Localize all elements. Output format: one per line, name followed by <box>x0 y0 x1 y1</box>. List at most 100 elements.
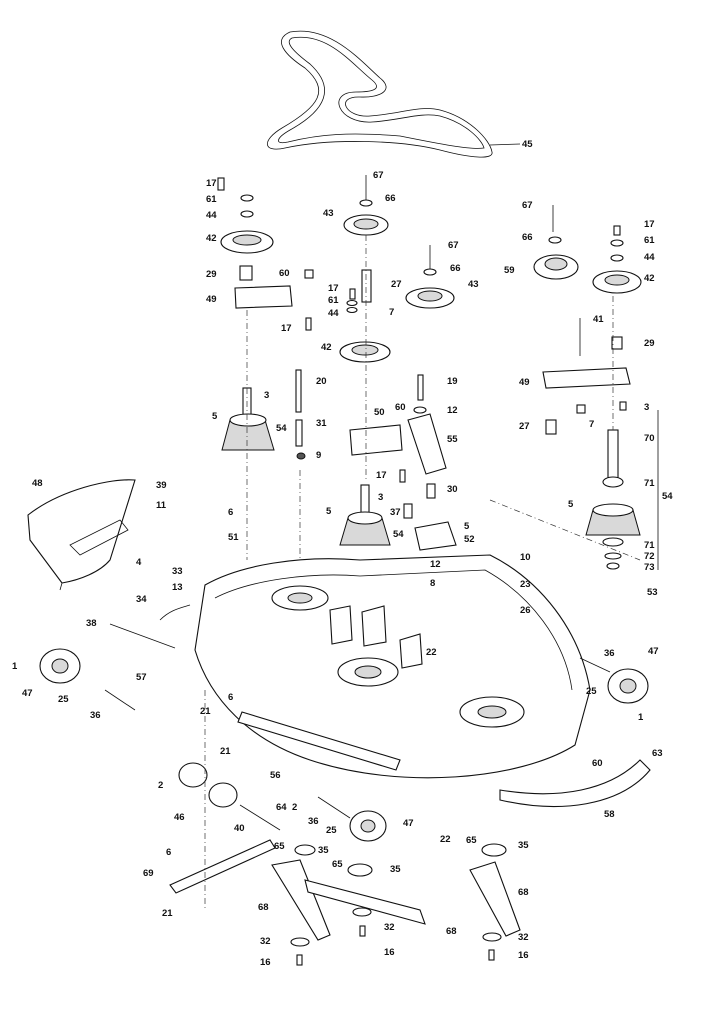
callout-9: 9 <box>316 450 321 461</box>
callout-54: 54 <box>393 529 404 540</box>
callout-21: 21 <box>162 908 173 919</box>
callout-36: 36 <box>308 816 319 827</box>
callout-44: 44 <box>644 252 655 263</box>
callout-38: 38 <box>86 618 97 629</box>
callout-17: 17 <box>376 470 387 481</box>
callout-35: 35 <box>390 864 401 875</box>
callout-52: 52 <box>464 534 475 545</box>
callout-63: 63 <box>652 748 663 759</box>
callout-56: 56 <box>270 770 281 781</box>
callout-12: 12 <box>447 405 458 416</box>
callout-36: 36 <box>604 648 615 659</box>
callout-47: 47 <box>403 818 414 829</box>
callout-8: 8 <box>430 578 435 589</box>
callout-71: 71 <box>644 540 655 551</box>
callout-57: 57 <box>136 672 147 683</box>
callout-11: 11 <box>156 500 167 511</box>
callout-50: 50 <box>374 407 385 418</box>
callout-46: 46 <box>174 812 185 823</box>
callout-13: 13 <box>172 582 183 593</box>
callout-32: 32 <box>518 932 529 943</box>
callout-6: 6 <box>228 692 233 703</box>
callout-64: 64 <box>276 802 287 813</box>
callout-49: 49 <box>206 294 217 305</box>
callout-72: 72 <box>644 551 655 562</box>
callout-58: 58 <box>604 809 615 820</box>
callout-67: 67 <box>522 200 533 211</box>
callout-16: 16 <box>260 957 271 968</box>
callout-67: 67 <box>448 240 459 251</box>
assembly-center-lines <box>204 235 641 910</box>
callout-20: 20 <box>316 376 327 387</box>
callout-16: 16 <box>518 950 529 961</box>
callout-60: 60 <box>279 268 290 279</box>
callout-61: 61 <box>206 194 217 205</box>
callout-3: 3 <box>264 390 269 401</box>
callout-39: 39 <box>156 480 167 491</box>
callout-37: 37 <box>390 507 401 518</box>
callout-7: 7 <box>389 307 394 318</box>
callout-49: 49 <box>519 377 530 388</box>
callout-33: 33 <box>172 566 183 577</box>
right-pulley-stack <box>533 205 642 435</box>
callout-1: 1 <box>638 712 644 723</box>
callout-36: 36 <box>90 710 101 721</box>
callout-22: 22 <box>426 647 437 658</box>
callout-66: 66 <box>450 263 461 274</box>
callout-3: 3 <box>644 402 649 413</box>
callout-25: 25 <box>326 825 337 836</box>
callout-26: 26 <box>520 605 531 616</box>
callout-44: 44 <box>206 210 217 221</box>
callout-66: 66 <box>385 193 396 204</box>
drive-belt <box>266 30 493 158</box>
callout-42: 42 <box>321 342 332 353</box>
callout-21: 21 <box>220 746 231 757</box>
callout-30: 30 <box>447 484 458 495</box>
callout-21: 21 <box>200 706 211 717</box>
callout-60: 60 <box>592 758 603 769</box>
callout-68: 68 <box>258 902 269 913</box>
callout-55: 55 <box>447 434 458 445</box>
callout-34: 34 <box>136 594 147 605</box>
callout-17: 17 <box>281 323 292 334</box>
callout-45: 45 <box>522 139 533 150</box>
callout-47: 47 <box>22 688 33 699</box>
callout-31: 31 <box>316 418 327 429</box>
callout-43: 43 <box>323 208 334 219</box>
callout-65: 65 <box>466 835 477 846</box>
callout-27: 27 <box>519 421 530 432</box>
callout-25: 25 <box>586 686 597 697</box>
callout-65: 65 <box>332 859 343 870</box>
callout-67: 67 <box>373 170 384 181</box>
callout-53: 53 <box>647 587 658 598</box>
callout-17: 17 <box>328 283 339 294</box>
callout-61: 61 <box>644 235 655 246</box>
callout-65: 65 <box>274 841 285 852</box>
callout-17: 17 <box>206 178 217 189</box>
callout-22: 22 <box>440 834 451 845</box>
callout-59: 59 <box>504 265 515 276</box>
callout-25: 25 <box>58 694 69 705</box>
callout-35: 35 <box>518 840 529 851</box>
callout-23: 23 <box>520 579 531 590</box>
callout-5: 5 <box>326 506 332 517</box>
callout-6: 6 <box>228 507 233 518</box>
callout-1: 1 <box>12 661 18 672</box>
callout-60: 60 <box>395 402 406 413</box>
callout-2: 2 <box>158 780 163 791</box>
callout-42: 42 <box>644 273 655 284</box>
mower-deck-housing <box>194 554 591 779</box>
callout-54: 54 <box>662 491 673 502</box>
part-callouts: 45 17 61 44 42 29 49 60 17 67 66 43 17 6… <box>12 139 673 968</box>
callout-61: 61 <box>328 295 339 306</box>
discharge-chute <box>27 479 136 591</box>
callout-29: 29 <box>206 269 217 280</box>
callout-54: 54 <box>276 423 287 434</box>
left-spindle-assembly <box>221 369 306 460</box>
center-spindle-assembly <box>339 374 457 551</box>
callout-70: 70 <box>644 433 655 444</box>
callout-42: 42 <box>206 233 217 244</box>
callout-5: 5 <box>464 521 470 532</box>
callout-16: 16 <box>384 947 395 958</box>
center-pulley-stack <box>339 175 455 363</box>
